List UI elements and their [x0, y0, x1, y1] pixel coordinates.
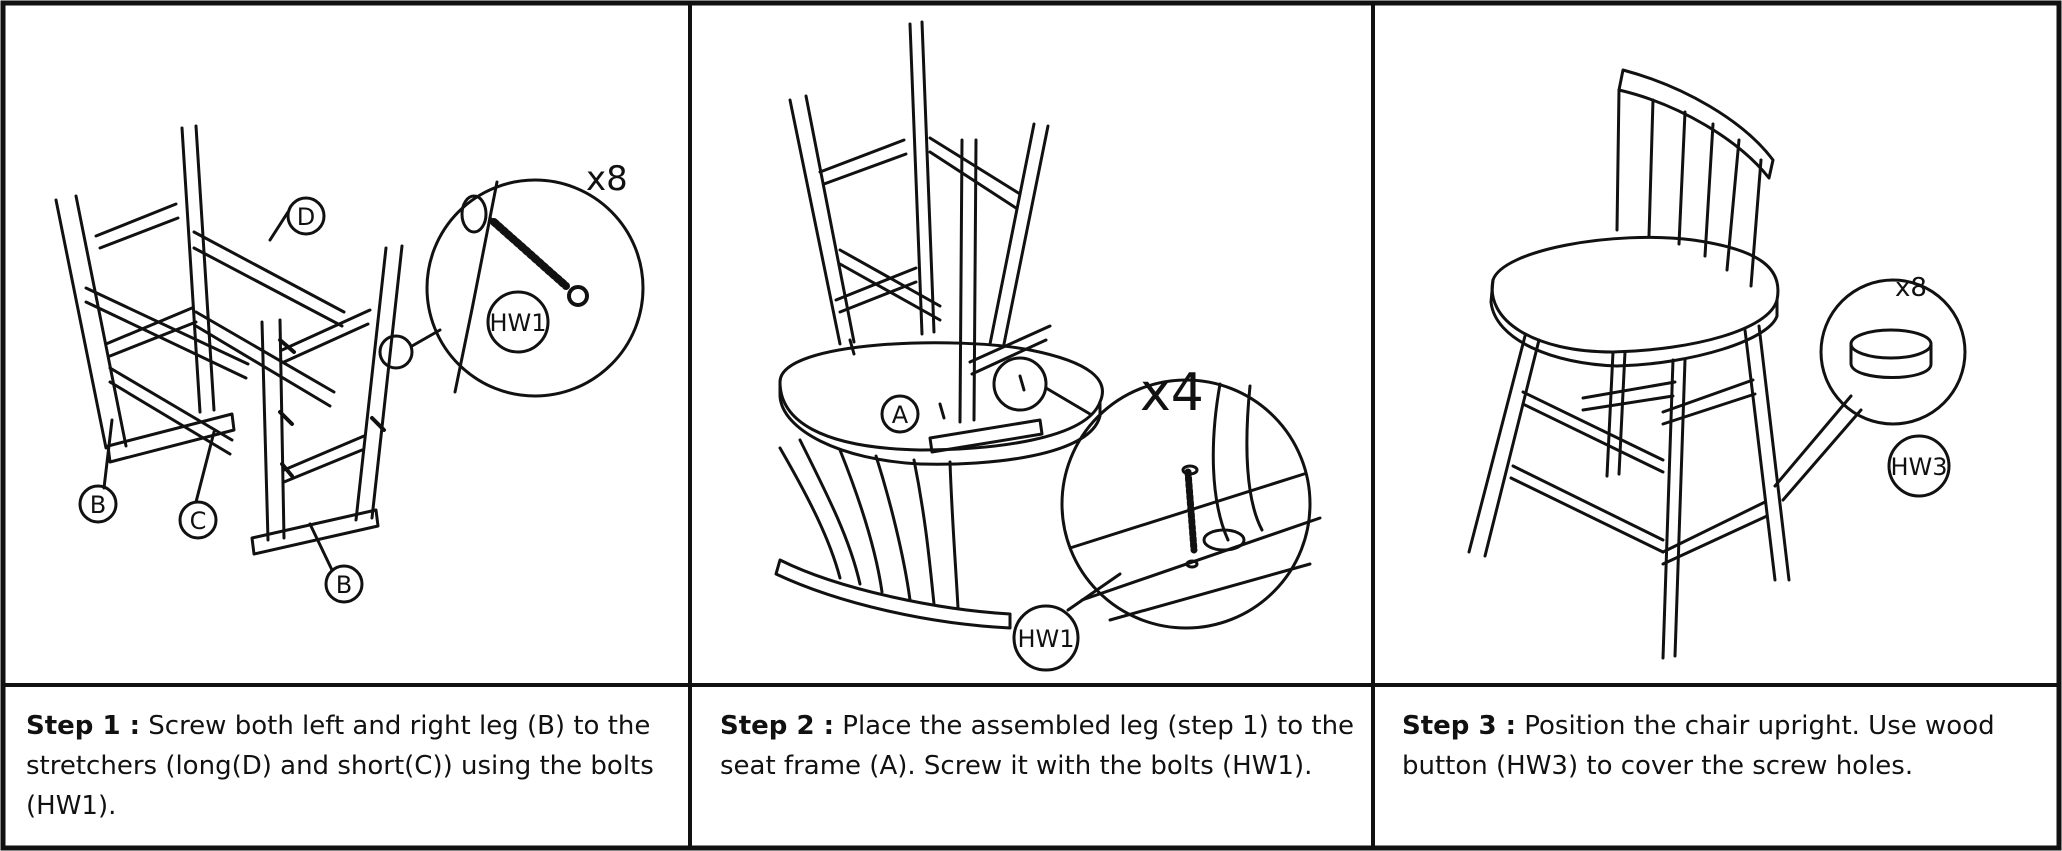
wood-button-side: [1849, 342, 1933, 379]
hw-label: HW3: [1890, 453, 1947, 481]
detail-seat-edges: [1068, 472, 1322, 622]
hw-circle: [1012, 604, 1080, 672]
bolt-hole: [460, 194, 488, 234]
hw-circle: [486, 290, 550, 354]
detail-leg-end: [1202, 528, 1246, 552]
callout-b1-circle: [78, 484, 118, 524]
step2-text: Place the assembled leg (step 1) to the …: [720, 711, 1355, 781]
detail-source-circle: [992, 356, 1048, 412]
quantity-label: x8: [1895, 273, 1927, 303]
wood-button-top: [1849, 328, 1933, 360]
leg-frame-left: [54, 124, 236, 464]
hw-circle: [1887, 434, 1951, 498]
detail-circle: [1819, 278, 1967, 426]
step1-illustration: D B C B x8 HW1: [54, 124, 645, 604]
hw-label: HW1: [489, 309, 546, 337]
step3-label: Step 3 :: [1402, 711, 1516, 741]
hw-label: HW1: [1017, 625, 1074, 653]
step3-illustration: x8 HW3: [1467, 68, 1967, 660]
step3-text: Position the chair upright. Use wood but…: [1402, 711, 1995, 781]
step2-instruction: Step 2 : Place the assembled leg (step 1…: [720, 706, 1360, 786]
callout-b2-circle: [324, 564, 364, 604]
callout-d: D: [297, 203, 315, 231]
bolts: [278, 338, 386, 478]
callout-c-circle: [178, 500, 218, 540]
detail-bolt: [488, 216, 589, 307]
stretchers: [84, 230, 346, 456]
callout-a-circle: [880, 394, 920, 434]
step1-instruction: Step 1 : Screw both left and right leg (…: [26, 706, 666, 826]
detail-leg: [1211, 382, 1264, 542]
detail-leg-edge: [453, 180, 499, 394]
callout-d-circle: [286, 196, 326, 236]
leg-frame-right: [250, 244, 404, 556]
step3-instruction: Step 3 : Position the chair upright. Use…: [1402, 706, 2042, 786]
detail-bolt: [1184, 468, 1198, 554]
hw-leader: [1066, 572, 1122, 612]
callout-a: A: [892, 401, 909, 429]
hw-leader: [1773, 394, 1863, 502]
detail-circle: [1060, 378, 1312, 630]
callout-b1: B: [90, 491, 106, 519]
detail-circle: [425, 178, 645, 398]
detail-leader: [1044, 386, 1092, 416]
step2-label: Step 2 :: [720, 711, 834, 741]
callout-c: C: [190, 507, 207, 535]
step1-label: Step 1 :: [26, 711, 140, 741]
quantity-label: x4: [1140, 363, 1204, 423]
callout-b2: B: [336, 571, 352, 599]
step1-text: Screw both left and right leg (B) to the…: [26, 711, 654, 821]
quantity-label: x8: [586, 159, 628, 199]
step2-illustration: HW1 A x4: [774, 20, 1322, 672]
detail-source-circle: [378, 334, 414, 370]
assembled-chair: [1467, 68, 1791, 660]
seat-and-legs-upside-down: [774, 20, 1104, 630]
